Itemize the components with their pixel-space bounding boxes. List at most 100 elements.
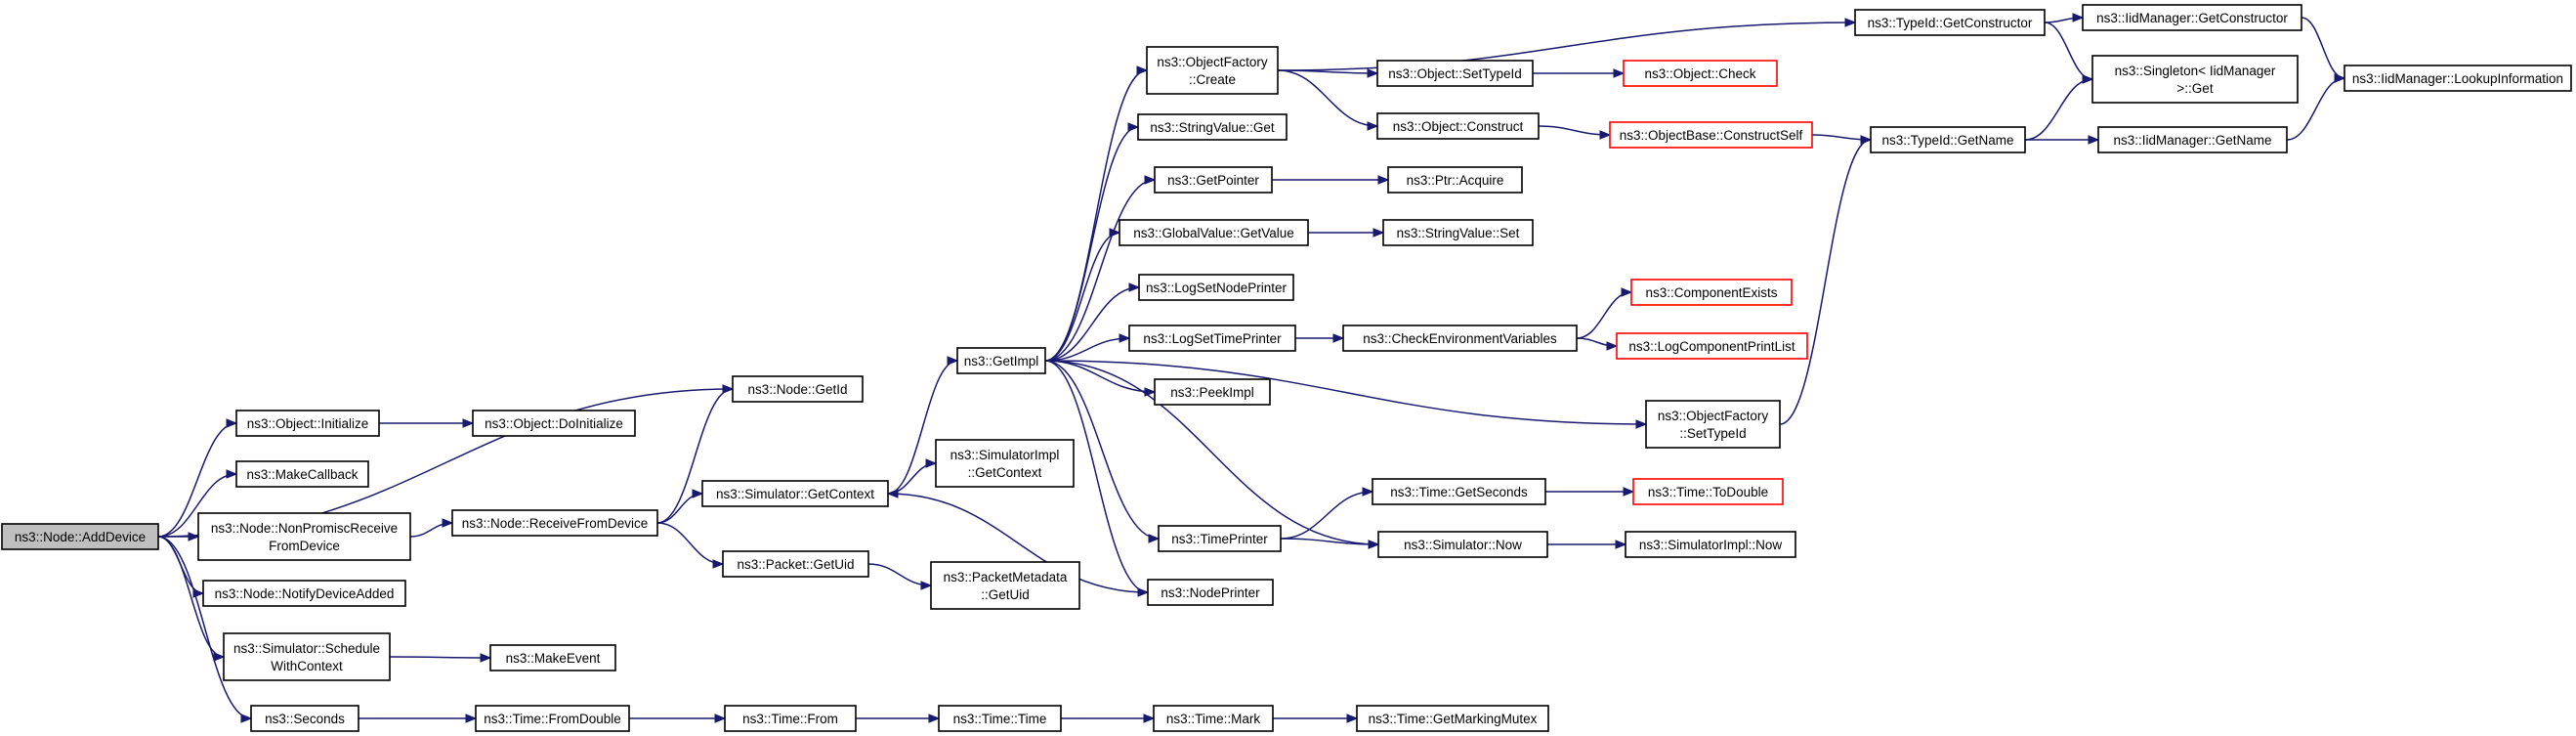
node-box <box>732 375 864 403</box>
node-iidgetctor[interactable]: ns3::IidManager::GetConstructor <box>2082 4 2302 31</box>
node-box <box>1372 478 1546 505</box>
node-box <box>1137 113 1288 141</box>
node-box <box>1632 478 1784 505</box>
node-box <box>1147 579 1274 606</box>
edge-ofsettypeid-to-tidgetname <box>1779 139 1872 425</box>
node-logtimeprinter[interactable]: ns3::LogSetTimePrinter <box>1128 325 1296 352</box>
node-checkenv[interactable]: ns3::CheckEnvironmentVariables <box>1342 325 1578 352</box>
edge-tidgetctor-to-iidgetctor-arrowhead <box>2072 13 2085 22</box>
node-iidlookup[interactable]: ns3::IidManager::LookupInformation <box>2344 65 2572 92</box>
node-getimpl[interactable]: ns3::GetImpl <box>956 347 1046 374</box>
node-box <box>938 705 1062 732</box>
node-box <box>1158 525 1282 552</box>
node-box <box>475 705 630 732</box>
node-timefrom[interactable]: ns3::Time::From <box>724 705 857 732</box>
node-simnow[interactable]: ns3::Simulator::Now <box>1377 531 1548 558</box>
node-simgetctx[interactable]: ns3::Simulator::GetContext <box>701 480 889 507</box>
node-label: ns3::LogSetTimePrinter <box>1143 331 1282 346</box>
node-pktmetauid[interactable]: ns3::PacketMetadata::GetUid <box>930 561 1080 610</box>
node-label: ns3::NodePrinter <box>1161 585 1260 600</box>
node-receivefrom[interactable]: ns3::Node::ReceiveFromDevice <box>451 509 658 537</box>
node-label: ns3::ObjectBase::ConstructSelf <box>1620 128 1803 143</box>
node-objconstruct[interactable]: ns3::Object::Construct <box>1376 112 1540 140</box>
node-label: ns3::IidManager::GetName <box>2113 133 2271 148</box>
edge-simgetctx-to-getimpl-arrowhead <box>947 356 959 366</box>
node-label: ns3::Node::NotifyDeviceAdded <box>215 586 395 601</box>
node-timetime[interactable]: ns3::Time::Time <box>938 705 1062 732</box>
node-label: ns3::CheckEnvironmentVariables <box>1363 331 1557 346</box>
node-singletonget[interactable]: ns3::Singleton< IidManager >::Get <box>2091 55 2299 104</box>
node-getpointer[interactable]: ns3::GetPointer <box>1154 166 1273 194</box>
node-label: ns3::LogSetNodePrinter <box>1146 281 1288 295</box>
node-box <box>1119 219 1309 246</box>
edge-adddevice-to-schedulectx-arrowhead <box>213 652 226 662</box>
node-box <box>1146 46 1279 95</box>
node-nodeprinter[interactable]: ns3::NodePrinter <box>1147 579 1274 606</box>
node-timeprinter[interactable]: ns3::TimePrinter <box>1158 525 1282 552</box>
node-adddevice[interactable]: ns3::Node::AddDevice <box>1 523 159 550</box>
node-box <box>1154 166 1273 194</box>
node-getid[interactable]: ns3::Node::GetId <box>732 375 864 403</box>
node-box <box>1645 400 1781 449</box>
node-box <box>202 580 406 607</box>
node-label: ns3::StringValue::Get <box>1150 120 1275 135</box>
node-label: ns3::PeekImpl <box>1170 385 1254 400</box>
node-label: ns3::GlobalValue::GetValue <box>1133 226 1294 240</box>
node-box <box>250 705 359 732</box>
edge-getseconds-to-todouble-arrowhead <box>1623 487 1635 497</box>
node-box <box>2091 55 2299 104</box>
node-seconds[interactable]: ns3::Seconds <box>250 705 359 732</box>
node-makeevent[interactable]: ns3::MakeEvent <box>489 644 616 671</box>
node-compexists[interactable]: ns3::ComponentExists <box>1630 279 1793 306</box>
node-tidgetctor[interactable]: ns3::TypeId::GetConstructor <box>1854 9 2046 36</box>
node-notifyadded[interactable]: ns3::Node::NotifyDeviceAdded <box>202 580 406 607</box>
node-tidgetname[interactable]: ns3::TypeId::GetName <box>1870 126 2026 153</box>
node-getseconds[interactable]: ns3::Time::GetSeconds <box>1372 478 1546 505</box>
node-peekimpl[interactable]: ns3::PeekImpl <box>1154 378 1271 406</box>
node-box <box>1128 325 1296 352</box>
node-objinit[interactable]: ns3::Object::Initialize <box>235 410 380 437</box>
node-ptracquire[interactable]: ns3::Ptr::Acquire <box>1387 166 1523 194</box>
edge-objinit-to-doinit-arrowhead <box>462 418 475 428</box>
node-ofcreate[interactable]: ns3::ObjectFactory::Create <box>1146 46 1279 95</box>
edge-timefrom-to-timetime-arrowhead <box>928 714 941 723</box>
node-getmutex[interactable]: ns3::Time::GetMarkingMutex <box>1356 705 1549 732</box>
edge-adddevice-to-seconds <box>157 536 252 719</box>
node-box <box>489 644 616 671</box>
node-label: ns3::Singleton< IidManager <box>2115 64 2276 78</box>
node-constructself[interactable]: ns3::ObjectBase::ConstructSelf <box>1609 121 1813 149</box>
node-todouble[interactable]: ns3::Time::ToDouble <box>1632 478 1784 505</box>
edge-tidgetname-to-iidgetname-arrowhead <box>2088 135 2100 145</box>
node-label: ns3::MakeEvent <box>506 651 601 666</box>
node-doinit[interactable]: ns3::Object::DoInitialize <box>472 410 636 437</box>
node-strset[interactable]: ns3::StringValue::Set <box>1382 219 1534 246</box>
node-simimplctx[interactable]: ns3::SimulatorImpl::GetContext <box>935 439 1075 488</box>
node-strget[interactable]: ns3::StringValue::Get <box>1137 113 1288 141</box>
node-objsettypeid[interactable]: ns3::Object::SetTypeId <box>1376 60 1534 87</box>
node-ofsettypeid[interactable]: ns3::ObjectFactory::SetTypeId <box>1645 400 1781 449</box>
node-timemark[interactable]: ns3::Time::Mark <box>1153 705 1274 732</box>
edge-getimpl-to-getpointer <box>1044 179 1156 362</box>
node-box <box>956 347 1046 374</box>
node-iidgetname[interactable]: ns3::IidManager::GetName <box>2097 126 2288 153</box>
edge-pktuid-to-pktmetauid-arrowhead <box>920 581 933 590</box>
call-edges <box>157 13 2346 723</box>
node-box <box>235 460 369 488</box>
edge-nodeprinter-to-simgetctx-arrowhead <box>886 489 899 498</box>
node-box <box>1616 332 1808 360</box>
edge-timemark-to-getmutex-arrowhead <box>1346 714 1359 723</box>
node-simimplnow[interactable]: ns3::SimulatorImpl::Now <box>1625 531 1796 558</box>
node-objcheck[interactable]: ns3::Object::Check <box>1623 60 1778 87</box>
node-lognodeprinter[interactable]: ns3::LogSetNodePrinter <box>1138 274 1294 301</box>
node-makecallback[interactable]: ns3::MakeCallback <box>235 460 369 488</box>
node-label: ns3::Time::Mark <box>1166 712 1261 726</box>
node-fromdouble[interactable]: ns3::Time::FromDouble <box>475 705 630 732</box>
edge-adddevice-to-schedulectx <box>157 536 225 658</box>
edge-receivefrom-to-pktuid <box>656 522 724 565</box>
node-logcomplist[interactable]: ns3::LogComponentPrintList <box>1616 332 1808 360</box>
node-label: ::GetUid <box>981 587 1030 602</box>
node-pktuid[interactable]: ns3::Packet::GetUid <box>722 550 869 578</box>
node-gvgetvalue[interactable]: ns3::GlobalValue::GetValue <box>1119 219 1309 246</box>
